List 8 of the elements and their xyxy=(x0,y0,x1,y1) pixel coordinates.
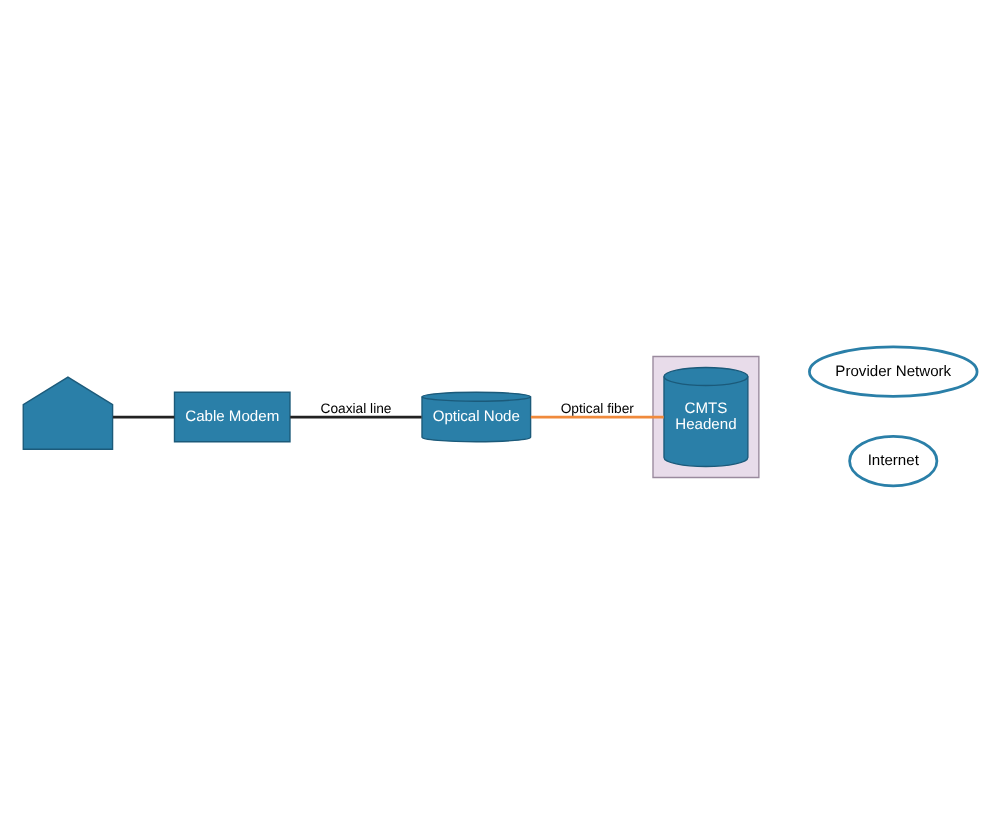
connector xyxy=(113,415,175,419)
node-house xyxy=(22,376,114,450)
cluster xyxy=(652,355,760,479)
connector xyxy=(530,415,664,419)
connector xyxy=(290,415,422,419)
node-ellipse: Provider Network xyxy=(808,345,979,398)
node-box: Cable Modem xyxy=(173,391,291,443)
node-ellipse: Internet xyxy=(848,434,939,488)
